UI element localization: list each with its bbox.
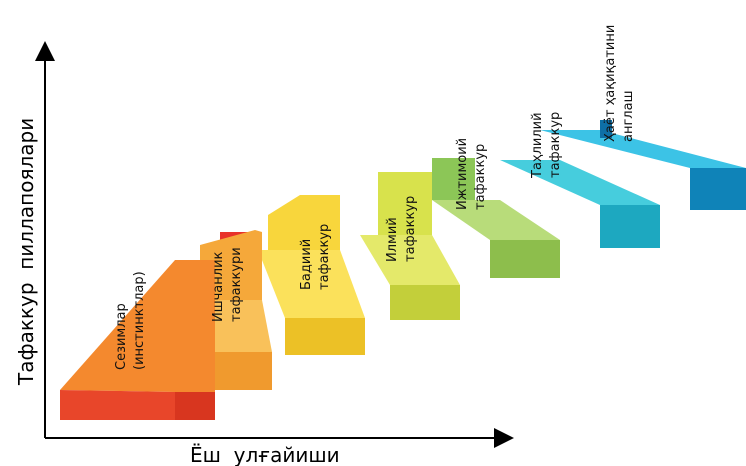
step-6 [500, 160, 660, 248]
step-3 [258, 195, 365, 355]
step-labels: Сезимлар (инстинктлар) Ишчанлик тафаккур… [114, 21, 636, 370]
staircase [60, 120, 746, 420]
step-4 [360, 172, 460, 320]
step-7 [540, 120, 746, 210]
step-1 [60, 260, 215, 420]
step-6-label: Таҳлилий тафаккур [530, 108, 563, 179]
x-axis-label: Ёш улғайиши [190, 443, 340, 466]
step-1-label: Сезимлар (инстинктлар) [114, 271, 147, 370]
step-2-label: Ишчанлик тафаккури [211, 247, 244, 322]
step-4-label: Илмий тафаккур [385, 196, 418, 262]
step-7-label: Ҳаёт ҳақиқатини англаш [603, 21, 636, 142]
step-5-label: Ижтимоий тафаккур [455, 134, 488, 210]
step-3-label: Бадиий тафаккур [299, 224, 332, 290]
step-5 [432, 158, 560, 278]
y-axis-label: Тафаккур пиллапоялари [14, 118, 38, 386]
